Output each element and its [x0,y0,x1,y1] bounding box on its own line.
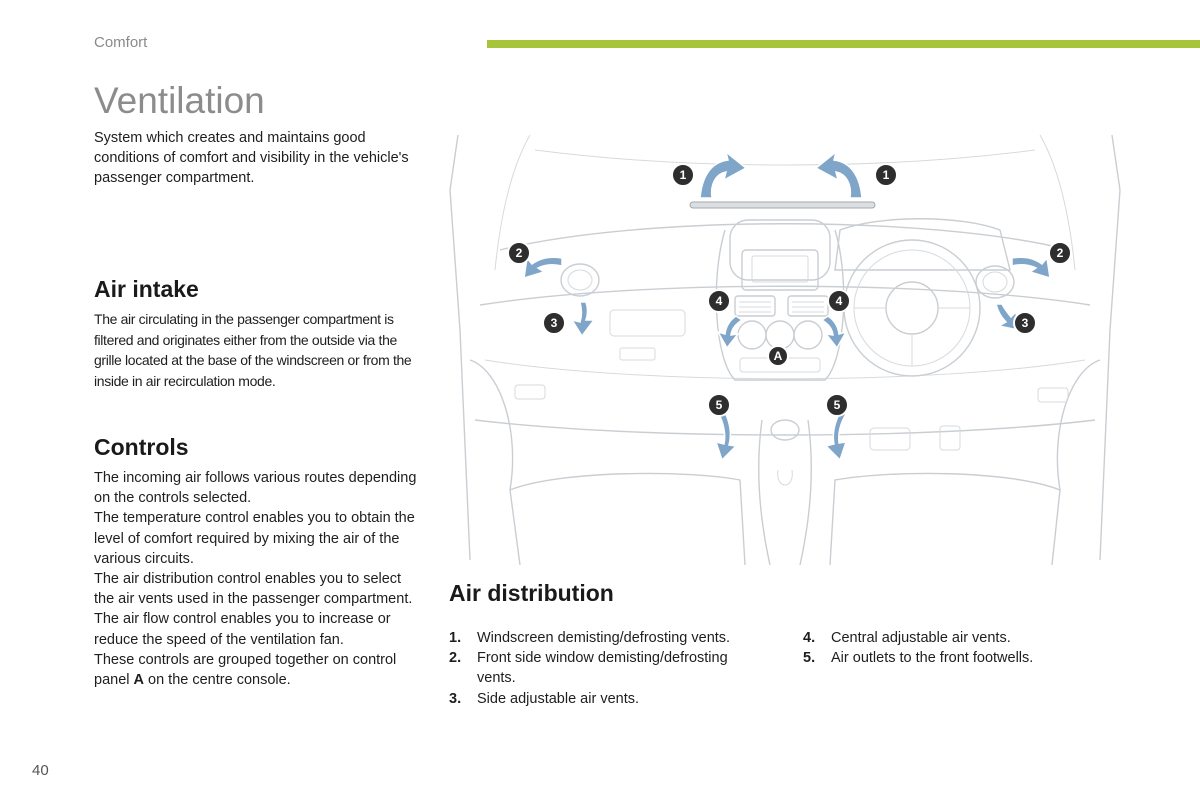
list-item-text: Windscreen demisting/defrosting vents. [477,630,731,646]
callout-badge-1: 1 [874,163,898,187]
air-intake-text: The air circulating in the passenger com… [94,311,412,389]
list-item-number: 4. [803,630,816,646]
callout-badge-1: 1 [671,163,695,187]
svg-text:5: 5 [834,398,841,412]
distribution-list-right: 4. Central adjustable air vents. 5. Air ou… [803,628,1103,668]
list-item: 3. Side adjustable air vents. [449,689,769,709]
control-panel-label: A [133,672,144,689]
list-item: 4. Central adjustable air vents. [803,628,1103,648]
controls-paragraph: The air flow control enables you to incr… [94,611,391,648]
list-item-text: Central adjustable air vents. [831,630,1011,646]
controls-paragraph: The temperature control enables you to o… [94,510,415,567]
callout-badge-5: 5 [825,393,849,417]
section-label: Comfort [94,34,148,51]
callout-badge-5: 5 [707,393,731,417]
page-number: 40 [32,762,49,779]
list-item: 1. Windscreen demisting/defrosting vents. [449,628,769,648]
callout-badge-2: 2 [1048,241,1072,265]
svg-text:4: 4 [836,294,843,308]
controls-paragraph: The air distribution control enables you… [94,571,413,608]
controls-text: The incoming air follows various routes … [94,468,424,690]
callout-badge-2: 2 [507,241,531,265]
callout-badge-4: 4 [827,289,851,313]
svg-text:3: 3 [1022,316,1029,330]
intro-text: System which creates and maintains good … [94,130,409,186]
list-item-number: 1. [449,630,462,646]
list-item-text: Side adjustable air vents. [477,690,640,707]
svg-text:5: 5 [716,398,723,412]
list-item-number: 3. [449,690,462,707]
svg-text:4: 4 [716,294,723,308]
svg-text:1: 1 [680,168,687,182]
svg-text:2: 2 [516,246,523,260]
controls-text-fragment: on the centre console. [144,672,291,689]
list-item: 2. Front side window demisting/defrosting… [449,648,769,688]
controls-paragraph: The incoming air follows various routes … [94,470,417,507]
controls-paragraph: These controls are grouped together on c… [94,650,424,690]
page-title: Ventilation [94,80,265,121]
list-item: 5. Air outlets to the front footwells. [803,648,1103,668]
callout-badge-3: 3 [1013,311,1037,335]
air-intake-heading: Air intake [94,276,199,302]
callout-badge-4: 4 [707,289,731,313]
callout-badge-A: A [767,345,789,367]
list-item-number: 2. [449,650,462,667]
list-item-text: Front side window demisting/defrosting v… [477,650,728,687]
air-distribution-heading: Air distribution [449,580,614,606]
svg-text:2: 2 [1057,246,1064,260]
svg-text:A: A [774,349,783,363]
list-item-number: 5. [803,650,816,667]
svg-text:1: 1 [883,168,890,182]
controls-text-fragment: These controls are grouped together on c… [94,651,397,689]
distribution-list-left: 1. Windscreen demisting/defrosting vents.… [449,628,769,709]
section-accent-bar [487,40,1200,48]
list-item-text: Air outlets to the front footwells. [831,650,1034,667]
controls-heading: Controls [94,434,189,460]
svg-text:3: 3 [551,316,558,330]
dashboard-ventilation-diagram: 1 1 2 2 3 3 4 4 A 5 5 [440,130,1130,565]
callout-badge-3: 3 [542,311,566,335]
